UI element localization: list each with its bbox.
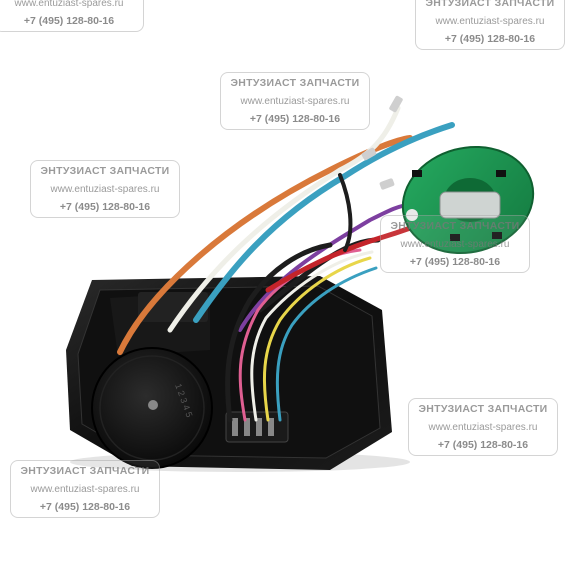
watermark-title: ЭНТУЗИАСТ ЗАПЧАСТИ bbox=[418, 403, 548, 415]
crimp-terminals bbox=[361, 95, 403, 190]
speed-dial-knob: 1 2 3 4 5 bbox=[91, 347, 213, 469]
green-pcb-board bbox=[401, 145, 535, 255]
watermark-url: www.entuziast-spares.ru bbox=[400, 238, 510, 250]
wire-harness bbox=[117, 105, 455, 423]
watermark-title: ЭНТУЗИАСТ ЗАПЧАСТИ bbox=[20, 465, 150, 477]
watermark-phone: +7 (495) 128-80-16 bbox=[437, 439, 529, 451]
watermark: ЭНТУЗИАСТ ЗАПЧАСТИ www.entuziast-spares.… bbox=[220, 72, 370, 130]
watermark-url: www.entuziast-spares.ru bbox=[428, 421, 538, 433]
watermark-phone: +7 (495) 128-80-16 bbox=[249, 113, 341, 125]
watermark-title: ЭНТУЗИАСТ ЗАПЧАСТИ bbox=[425, 0, 555, 9]
watermark-phone: +7 (495) 128-80-16 bbox=[59, 201, 151, 213]
watermark: ЭНТУЗИАСТ ЗАПЧАСТИ www.entuziast-spares.… bbox=[0, 0, 144, 32]
watermark-url: www.entuziast-spares.ru bbox=[240, 95, 350, 107]
watermark-title: ЭНТУЗИАСТ ЗАПЧАСТИ bbox=[390, 220, 520, 232]
watermark-url: www.entuziast-spares.ru bbox=[14, 0, 124, 9]
watermark-title: ЭНТУЗИАСТ ЗАПЧАСТИ bbox=[230, 77, 360, 89]
watermark: ЭНТУЗИАСТ ЗАПЧАСТИ www.entuziast-spares.… bbox=[415, 0, 565, 50]
watermark-title: ЭНТУЗИАСТ ЗАПЧАСТИ bbox=[40, 165, 170, 177]
watermark-phone: +7 (495) 128-80-16 bbox=[409, 256, 501, 268]
watermark: ЭНТУЗИАСТ ЗАПЧАСТИ www.entuziast-spares.… bbox=[380, 215, 530, 273]
watermark-url: www.entuziast-spares.ru bbox=[30, 483, 140, 495]
watermark: ЭНТУЗИАСТ ЗАПЧАСТИ www.entuziast-spares.… bbox=[408, 398, 558, 456]
connector-terminals bbox=[225, 411, 289, 443]
watermark: ЭНТУЗИАСТ ЗАПЧАСТИ www.entuziast-spares.… bbox=[10, 460, 160, 518]
watermark-phone: +7 (495) 128-80-16 bbox=[23, 15, 115, 27]
watermark-url: www.entuziast-spares.ru bbox=[50, 183, 160, 195]
watermark-phone: +7 (495) 128-80-16 bbox=[444, 33, 536, 45]
watermark-phone: +7 (495) 128-80-16 bbox=[39, 501, 131, 513]
watermark: ЭНТУЗИАСТ ЗАПЧАСТИ www.entuziast-spares.… bbox=[30, 160, 180, 218]
watermark-url: www.entuziast-spares.ru bbox=[435, 15, 545, 27]
